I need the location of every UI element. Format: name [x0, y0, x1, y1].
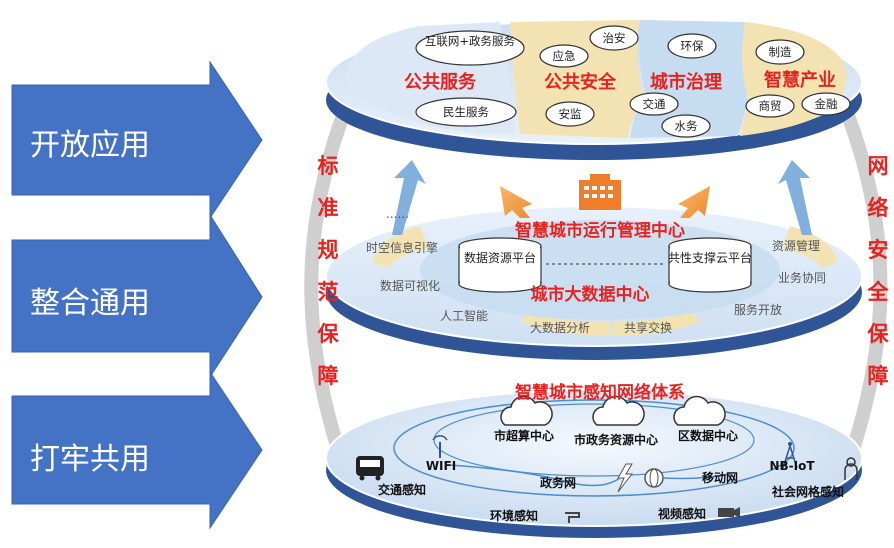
data-resource-cylinder: [458, 237, 542, 293]
bus-icon: [356, 456, 384, 481]
tan-segment: [782, 226, 838, 268]
right-pillar-char: 全: [867, 280, 889, 304]
item-commerce: 商贸: [759, 99, 782, 113]
cloud-icon: [592, 395, 645, 426]
platform-data-resource: 数据资源平台: [464, 250, 536, 265]
left-pillar-char: 保: [317, 322, 339, 346]
operations-center-title: 智慧城市运行管理中心: [515, 220, 685, 241]
big-data-center-title: 城市大数据中心: [531, 284, 650, 305]
left-pillar-char: 标: [317, 154, 339, 178]
network-label-gov: 政务网: [540, 475, 576, 490]
arrow-label-foundation: 打牢共用: [30, 442, 150, 477]
dots-text: ......: [386, 207, 409, 221]
item-public-order: 治安: [603, 31, 626, 45]
faucet-icon: [565, 512, 580, 523]
left-pillar-char: 准: [317, 196, 339, 220]
camera-icon: [718, 507, 740, 518]
cloud-icon: [500, 395, 553, 426]
orange-arrow-right: [678, 186, 710, 218]
item-traffic: 交通: [643, 97, 666, 111]
item-spatiotemporal-engine: 时空信息引擎: [366, 240, 438, 255]
tower-icon: [782, 442, 798, 469]
item-safety-supervision: 安监: [559, 107, 582, 121]
right-pillar-char: 网: [867, 154, 889, 178]
arrow-foundation: [11, 370, 263, 530]
network-link: [663, 473, 731, 480]
blue-up-arrow-left: [392, 160, 426, 235]
cloud-label-supercomputing: 市超算中心: [494, 428, 554, 443]
right-pillar-char: 保: [867, 322, 889, 346]
left-pillar-shape: [304, 107, 352, 473]
arrow-label-integrate: 整合通用: [30, 286, 150, 321]
item-internet-plus: 互联网+政务服务: [425, 34, 516, 48]
bottom-inner-ring-2: [433, 403, 755, 477]
left-pillar-char: 规: [317, 238, 339, 262]
arrow-integrate: [11, 213, 263, 379]
network-label-mobile: 移动网: [702, 470, 738, 485]
left-pillar-char: 障: [317, 364, 339, 388]
item-big-data-analysis: 大数据分析: [530, 320, 590, 335]
person-icon: [844, 457, 858, 480]
sensing-label-traffic: 交通感知: [378, 482, 426, 497]
right-pillar-char: 络: [867, 196, 889, 220]
blue-up-arrow-right: [778, 160, 812, 235]
section-title-smart-industry: 智慧产业: [764, 69, 836, 91]
tan-segment: [520, 312, 610, 336]
item-business-collaboration: 业务协同: [778, 270, 826, 285]
item-pills: [415, 25, 851, 138]
tan-segment: [372, 226, 428, 268]
item-emergency: 应急: [553, 49, 576, 63]
section-title-public-service: 公共服务: [404, 71, 477, 93]
network-link: [449, 464, 621, 487]
sensing-label-environment: 环境感知: [490, 508, 538, 523]
item-resource-management: 资源管理: [772, 238, 820, 253]
globe-icon: [644, 468, 664, 488]
orange-arrow-left: [500, 186, 532, 218]
cloud-label-gov-resources: 市政务资源中心: [574, 432, 658, 447]
sensing-label-social-grid: 社会网格感知: [771, 484, 844, 499]
network-label-nbiot: NB-IoT: [769, 459, 815, 473]
wifi-antenna-icon: [432, 435, 448, 458]
item-finance: 金融: [815, 97, 838, 111]
item-environment: 环保: [681, 39, 704, 53]
right-pillar-char: 安: [867, 238, 889, 262]
right-pillar-shape: [839, 107, 888, 473]
building-icon: [579, 174, 621, 210]
left-pillar-char: 范: [317, 280, 339, 304]
section-title-public-security: 公共安全: [544, 71, 617, 93]
bottom-inner-ring: [393, 399, 795, 497]
cloud-label-district-data: 区数据中心: [678, 428, 738, 443]
section-title-city-governance: 城市治理: [650, 71, 722, 93]
network-label-wifi: WIFI: [426, 459, 456, 473]
item-data-visualization: 数据可视化: [380, 278, 440, 293]
tan-segment: [612, 312, 700, 336]
item-livelihood: 民生服务: [443, 105, 489, 119]
arrow-open-application: [11, 60, 263, 220]
item-ai: 人工智能: [440, 308, 488, 323]
right-pillar-char: 障: [867, 364, 889, 388]
cloud-icon: [673, 395, 726, 426]
bottom-disk-top: [325, 389, 863, 527]
cloud-platform-cylinder: [668, 237, 752, 293]
platform-cloud-support: 共性支撑云平台: [668, 250, 752, 265]
item-shared-exchange: 共享交换: [624, 320, 672, 335]
item-service-open: 服务开放: [734, 302, 782, 317]
sensing-network-title: 智慧城市感知网络体系: [515, 382, 685, 403]
arrow-label-open: 开放应用: [30, 128, 150, 163]
item-water: 水务: [675, 119, 698, 133]
sensing-label-video: 视频感知: [658, 506, 706, 521]
item-manufacturing: 制造: [769, 45, 792, 59]
